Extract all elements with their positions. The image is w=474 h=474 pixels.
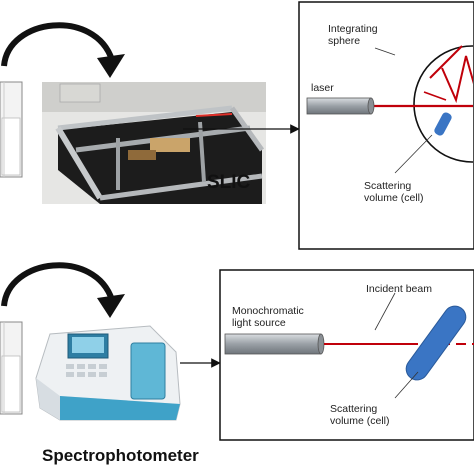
incident-beam-label: Incident beam [366,283,432,295]
cuvette-bottom [0,321,23,415]
integrating-sphere-label: Integrating sphere [328,23,378,47]
spectrophotometer-illustration [35,325,181,421]
scattering-cell-bottom [405,305,467,381]
slic-label: SLIC [207,172,251,193]
scattering-volume-label-top: Scattering volume (cell) [364,180,424,204]
laser-cylinder [306,97,375,115]
curved-arrow-bottom [1,262,115,307]
spectrophotometer-label: Spectrophotometer [42,446,199,465]
integrating-sphere [413,45,473,163]
curved-arrow-top [1,22,115,67]
scattering-cell-top [434,112,452,136]
light-source-cylinder [224,333,325,355]
monochromatic-source-label: Monochromatic light source [232,305,304,329]
slic-photo [42,82,266,204]
scattering-volume-label-bottom: Scattering volume (cell) [330,403,390,427]
curved-arrow-top-head [97,54,125,78]
cuvette-top [0,81,23,178]
scatter-rays [441,55,473,104]
laser-label: laser [311,82,334,94]
curved-arrow-bottom-head [97,294,125,318]
